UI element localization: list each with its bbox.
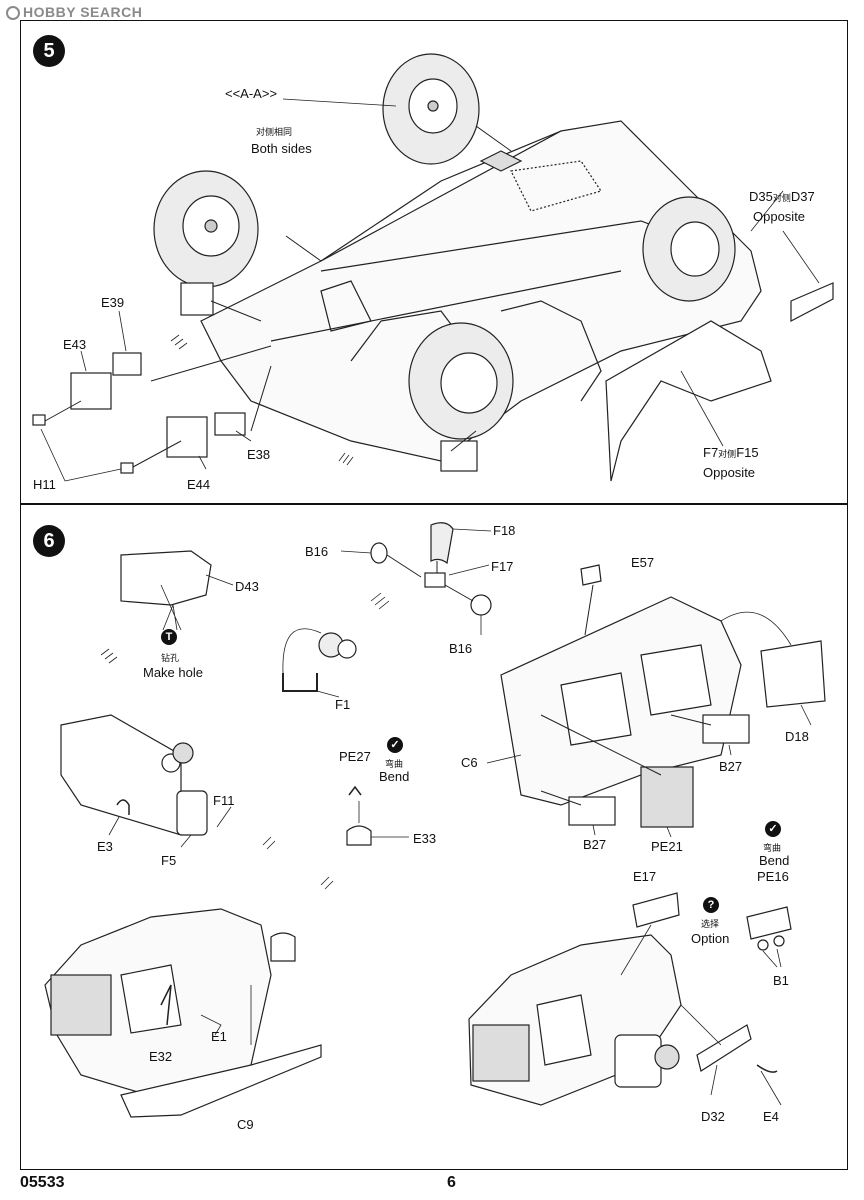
both-sides-en: Both sides [251, 141, 312, 156]
hobby-search-watermark: HOBBY SEARCH [6, 4, 142, 20]
section-a-a-label: <<A-A>> [225, 86, 278, 101]
part-e33: E33 [413, 831, 437, 846]
wheel-front-left [153, 170, 259, 288]
part-e4: E4 [763, 1109, 779, 1124]
drill-icon: T [161, 629, 177, 645]
part-b27-right: B27 [719, 759, 743, 774]
f7-opposite: Opposite [703, 465, 756, 480]
step-5-panel: 5 <<A-A>> 对侧相同 Both sides D35对侧D37 Oppos… [20, 20, 848, 504]
part-e1: E1 [211, 1029, 227, 1044]
part-e17: E17 [633, 869, 657, 884]
part-d18: D18 [785, 729, 809, 744]
option-icon: ? [703, 897, 719, 913]
part-e32: E32 [149, 1049, 173, 1064]
part-b1: B1 [773, 973, 789, 988]
bend-cn: 弯曲 [385, 760, 404, 770]
part-f1: F1 [335, 697, 351, 712]
part-pe16: PE16 [757, 869, 789, 884]
bend-icon: ✓ [765, 821, 781, 837]
part-e38: E38 [247, 447, 271, 462]
wheel-front-right [408, 322, 514, 440]
part-e3: E3 [97, 839, 113, 854]
make-hole-en: Make hole [143, 665, 203, 680]
part-f18: F18 [493, 523, 516, 538]
bend-icon: ✓ [387, 737, 403, 753]
d35-opposite: Opposite [753, 209, 806, 224]
watermark-text: HOBBY SEARCH [23, 4, 143, 20]
d35-label: D35对侧D37 [749, 189, 815, 204]
part-h11: H11 [33, 477, 56, 492]
both-sides-cn: 对侧相同 [256, 128, 293, 138]
part-b16-top: B16 [305, 544, 329, 559]
part-c9: C9 [237, 1117, 254, 1132]
step-number-6: 6 [33, 525, 65, 557]
wheel-rear-right [642, 196, 736, 302]
bend-cn: 弯曲 [763, 844, 782, 854]
part-b27-left: B27 [583, 837, 607, 852]
part-f5: F5 [161, 853, 177, 868]
part-d32: D32 [701, 1109, 725, 1124]
make-hole-cn: 钻孔 [161, 654, 180, 664]
product-code: 05533 [20, 1174, 65, 1191]
part-e44: E44 [187, 477, 211, 492]
part-pe27: PE27 [339, 749, 371, 764]
page-number: 6 [447, 1174, 456, 1191]
part-e43: E43 [63, 337, 87, 352]
hobby-search-logo-icon [6, 6, 20, 20]
step-5-drawing [32, 53, 834, 482]
part-f11: F11 [213, 793, 235, 808]
step-6-panel: 6 D43 T 钻孔 Make hole B16 F18 F17 B16 F1 … [20, 504, 848, 1170]
part-c6: C6 [461, 755, 478, 770]
bend-en: Bend [379, 769, 410, 784]
part-f17: F17 [491, 559, 514, 574]
option-cn: 选择 [701, 920, 720, 930]
step-number-5: 5 [33, 35, 65, 67]
step-6-drawing [44, 522, 826, 1118]
option-en: Option [691, 931, 730, 946]
part-pe21: PE21 [651, 839, 683, 854]
wheel-rear-left [382, 53, 480, 165]
part-b16-bottom: B16 [449, 641, 473, 656]
bend-en: Bend [759, 853, 790, 868]
part-d43: D43 [235, 579, 259, 594]
part-e39: E39 [101, 295, 125, 310]
part-e57: E57 [631, 555, 655, 570]
f7-label: F7对侧F15 [703, 445, 759, 460]
